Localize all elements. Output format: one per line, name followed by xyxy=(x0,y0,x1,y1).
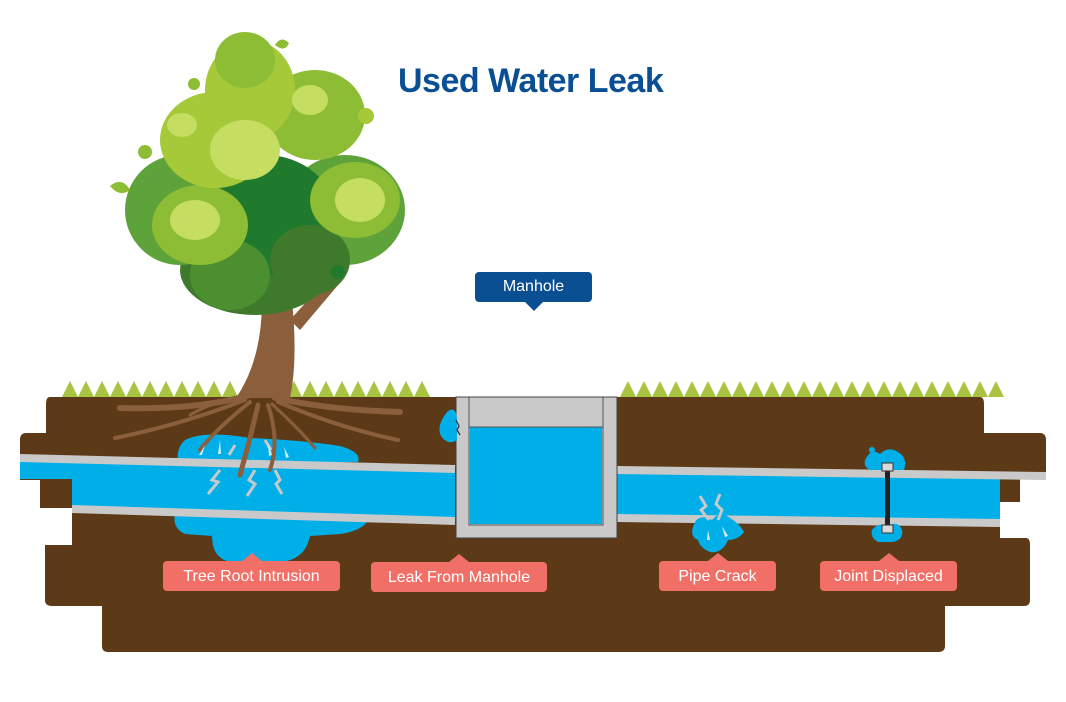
tree-roots xyxy=(113,392,403,478)
manhole-callout: Manhole xyxy=(475,272,592,311)
joint-displaced-icon xyxy=(864,447,906,542)
grass-icon xyxy=(62,381,1004,397)
tree-icon xyxy=(110,32,405,315)
pipe-crack-splash-icon xyxy=(692,493,744,553)
tag-joint-displaced: Joint Displaced xyxy=(820,553,957,591)
diagram-title: Used Water Leak xyxy=(398,62,664,100)
pipe-left xyxy=(19,454,456,525)
manhole-leak-splash-icon xyxy=(439,409,461,443)
manhole-icon xyxy=(455,396,618,539)
tag-tree-root-intrusion: Tree Root Intrusion xyxy=(163,553,340,591)
pipe-right xyxy=(616,466,1047,527)
water-splash-icon xyxy=(174,434,370,562)
splash-drops-icon xyxy=(199,440,289,458)
tag-leak-from-manhole: Leak From Manhole xyxy=(371,554,547,592)
tag-pipe-crack: Pipe Crack xyxy=(659,553,776,591)
crack-icon xyxy=(206,439,284,497)
